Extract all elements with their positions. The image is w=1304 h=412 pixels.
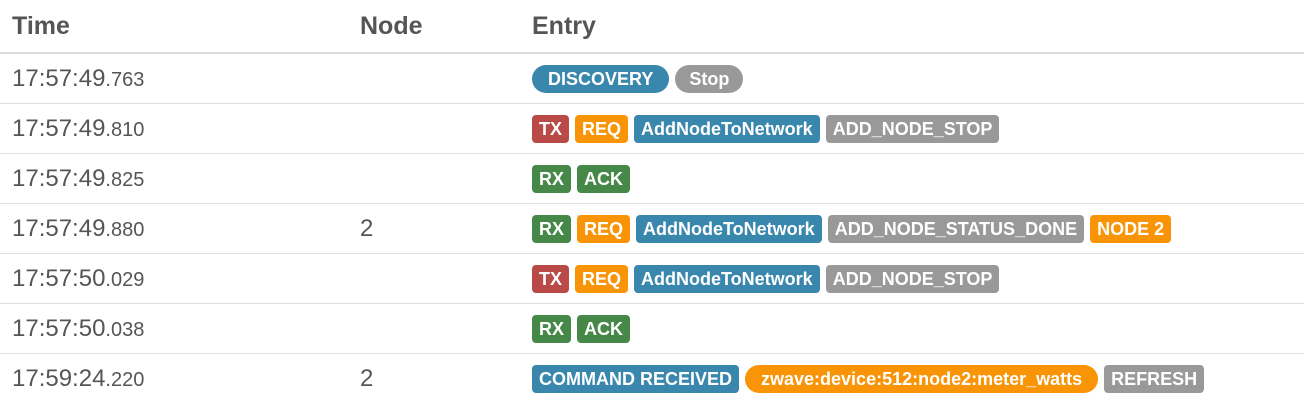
time-value: 17:59:24 [12,364,106,392]
entry-badge: RX [532,214,572,243]
entry-badge: COMMAND RECEIVED [532,364,740,393]
entry-badge: ACK [577,164,631,193]
entry-badge: ADD_NODE_STATUS_DONE [827,214,1085,243]
node-cell: 2 [348,215,520,243]
time-value: 17:57:50 [12,314,106,342]
header-entry[interactable]: Entry [532,11,596,40]
entry-badge: AddNodeToNetwork [636,214,822,243]
entry-badge: Stop [675,64,744,93]
time-milliseconds: .220 [105,368,145,391]
header-node[interactable]: Node [360,11,423,40]
time-cell: 17:57:49.825 [0,165,348,193]
entry-badge: ACK [577,314,631,343]
time-value: 17:57:49 [12,114,106,142]
time-cell: 17:57:49.810 [0,115,348,143]
entry-badge: REQ [575,114,629,143]
time-value: 17:57:50 [12,264,106,292]
time-milliseconds: .880 [105,218,145,241]
time-milliseconds: .825 [105,168,145,191]
node-value: 2 [360,214,374,242]
time-value: 17:57:49 [12,214,106,242]
time-cell: 17:57:49.763 [0,65,348,93]
time-milliseconds: .029 [105,268,145,291]
time-milliseconds: .038 [105,318,145,341]
time-cell: 17:57:49.880 [0,215,348,243]
header-time[interactable]: Time [12,11,70,40]
time-milliseconds: .810 [105,118,145,141]
node-value: 2 [360,364,374,392]
entry-badge: ADD_NODE_STOP [825,264,1000,293]
entry-badge: AddNodeToNetwork [634,264,820,293]
entry-badge: TX [532,114,570,143]
time-milliseconds: .763 [105,68,145,91]
time-cell: 17:59:24.220 [0,365,348,393]
time-value: 17:57:49 [12,164,106,192]
entry-badge: zwave:device:512:node2:meter_watts [745,364,1099,393]
entry-badge: REQ [575,264,629,293]
time-cell: 17:57:50.029 [0,265,348,293]
time-cell: 17:57:50.038 [0,315,348,343]
time-value: 17:57:49 [12,64,106,92]
entry-badge: AddNodeToNetwork [634,114,820,143]
node-cell: 2 [348,365,520,393]
entry-badge: REQ [577,214,631,243]
entry-badge: ADD_NODE_STOP [825,114,1000,143]
entry-badge: REFRESH [1104,364,1205,393]
entry-badge: DISCOVERY [532,64,670,93]
entry-badge: RX [532,314,572,343]
table-header: Time Node Entry [0,0,1304,54]
entry-badge: NODE 2 [1090,214,1172,243]
entry-badge: RX [532,164,572,193]
entry-badge: TX [532,264,570,293]
